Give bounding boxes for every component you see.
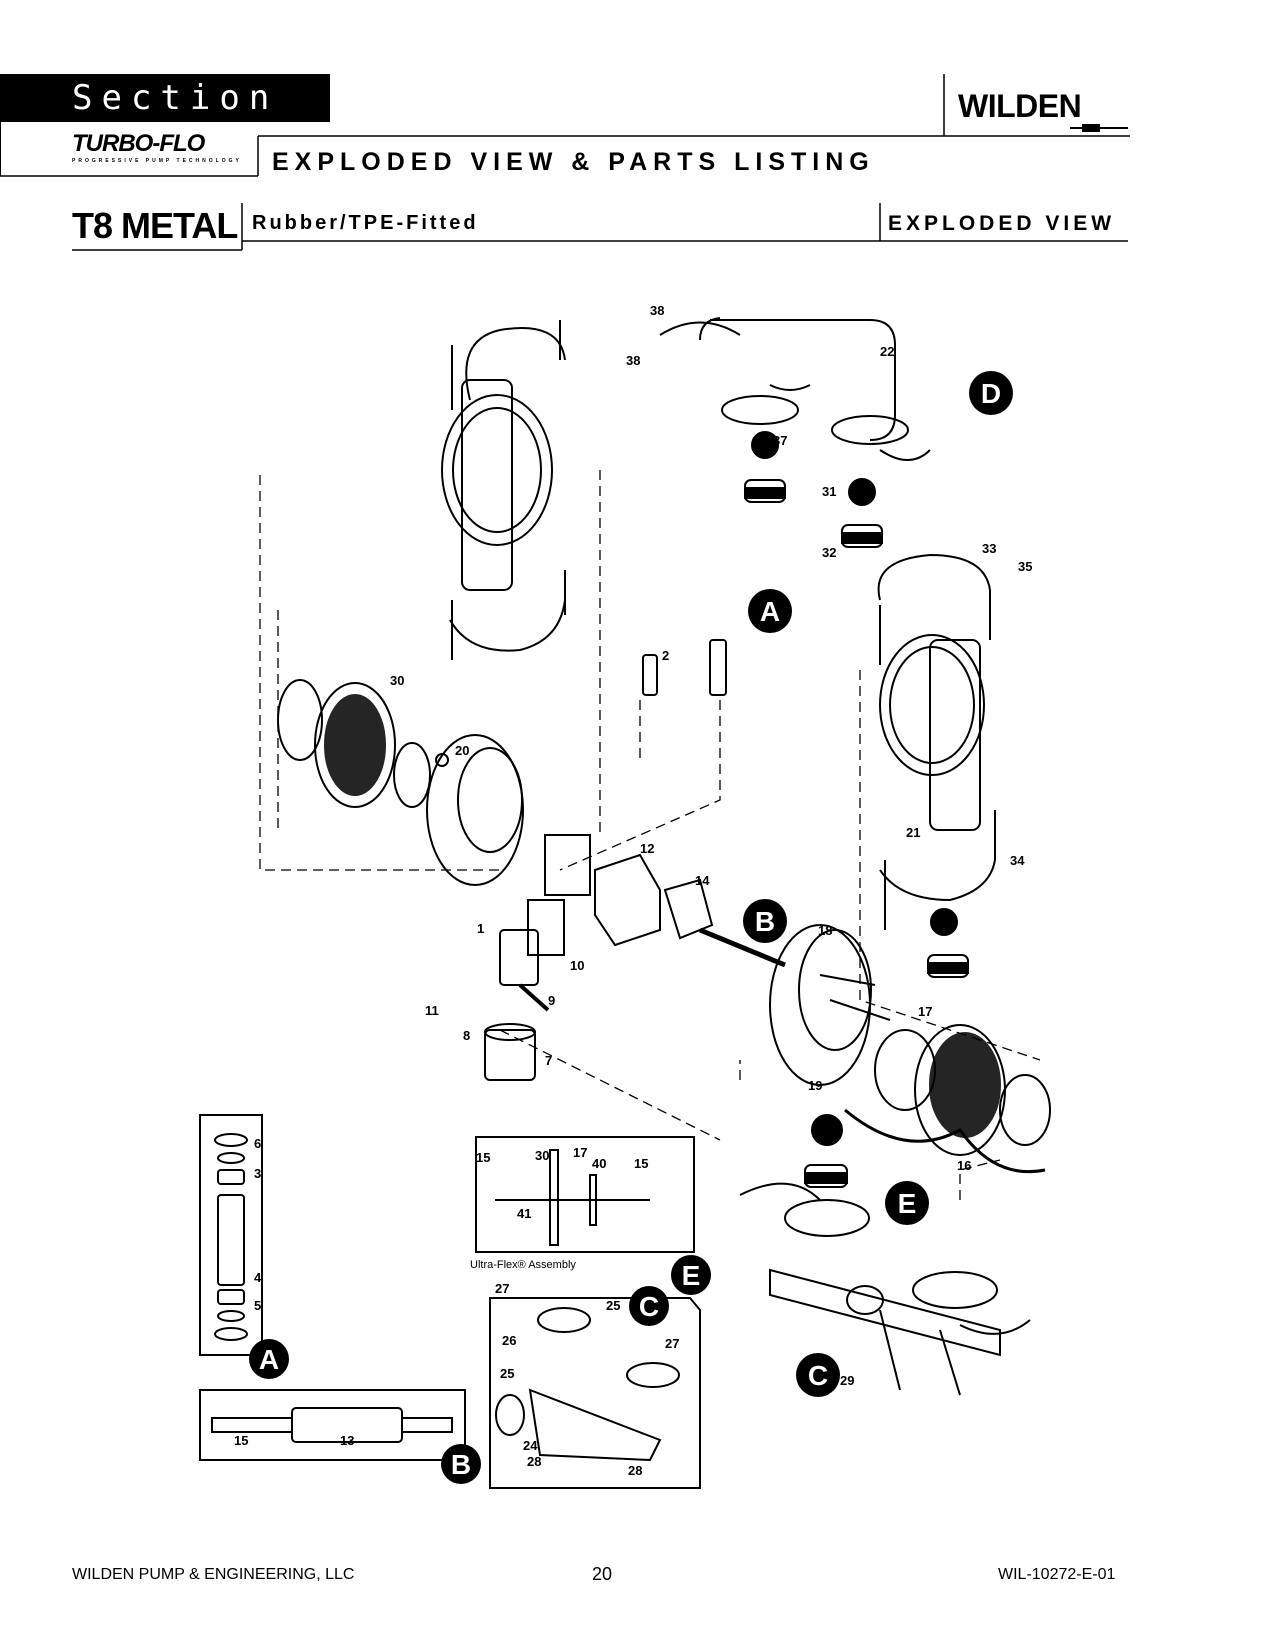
exploded-view-diagram: A B D E E C C A B 1 2 3 4 5 6 7 8 9 10 1…	[199, 303, 1051, 1489]
fitting-type: Rubber/TPE-Fitted	[252, 212, 479, 234]
part-16: 16	[957, 1158, 971, 1173]
ultra-flex-caption: Ultra-Flex® Assembly	[470, 1259, 576, 1271]
part-27-b: 27	[665, 1336, 679, 1351]
part-labels: 1 2 3 4 5 6 7 8 9 10 11 12 13 14 15 16 1…	[234, 303, 1032, 1478]
part-31: 31	[822, 484, 836, 499]
part-11: 11	[425, 1003, 439, 1018]
callout-e: E	[898, 1188, 917, 1219]
section-tab: Section 8	[0, 74, 330, 166]
part-24: 24	[523, 1438, 538, 1453]
part-10: 10	[570, 958, 584, 973]
part-15-d: 15	[634, 1156, 648, 1171]
part-8: 8	[463, 1028, 470, 1043]
part-32: 32	[822, 545, 836, 560]
callout-letters: A B D E E C C A B	[259, 378, 1001, 1480]
part-30-b: 30	[535, 1148, 549, 1163]
document-id: WIL-10272-E-01	[998, 1566, 1116, 1583]
part-26: 26	[502, 1333, 516, 1348]
part-15-c: 15	[476, 1150, 490, 1165]
part-29: 29	[840, 1373, 854, 1388]
callout-b-inset: B	[451, 1449, 471, 1480]
part-41: 41	[517, 1206, 531, 1221]
part-6: 6	[254, 1136, 261, 1151]
part-3: 3	[254, 1166, 261, 1181]
part-2: 2	[662, 648, 669, 663]
part-22: 22	[880, 344, 894, 359]
part-14: 14	[695, 873, 710, 888]
view-label: EXPLODED VIEW	[888, 212, 1116, 235]
callout-a: A	[760, 596, 780, 627]
part-19: 19	[808, 1078, 822, 1093]
part-37: 37	[773, 433, 787, 448]
part-9: 9	[548, 993, 555, 1008]
part-20: 20	[455, 743, 469, 758]
part-25: 25	[606, 1298, 620, 1313]
page-heading: EXPLODED VIEW & PARTS LISTING	[272, 148, 875, 176]
part-40: 40	[592, 1156, 606, 1171]
part-17-b: 17	[573, 1145, 587, 1160]
turbo-flo-logo: TURBO-FLO	[72, 130, 205, 157]
part-30: 30	[390, 673, 404, 688]
part-35: 35	[1018, 559, 1032, 574]
part-12: 12	[640, 841, 654, 856]
part-25-b: 25	[500, 1366, 514, 1381]
part-38-b: 38	[626, 353, 640, 368]
part-34: 34	[1010, 853, 1025, 868]
callout-a-inset: A	[259, 1344, 279, 1375]
model-name: T8 METAL	[72, 205, 238, 246]
part-7: 7	[545, 1053, 552, 1068]
part-4: 4	[254, 1270, 262, 1285]
wilden-logo: WILDEN	[958, 88, 1082, 124]
callout-bubbles	[249, 371, 1013, 1484]
part-17: 17	[918, 1004, 932, 1019]
part-27: 27	[495, 1281, 509, 1296]
callout-d: D	[981, 378, 1001, 409]
part-33: 33	[982, 541, 996, 556]
part-28-b: 28	[628, 1463, 642, 1478]
part-15: 15	[234, 1433, 248, 1448]
part-5: 5	[254, 1298, 261, 1313]
part-13: 13	[340, 1433, 354, 1448]
part-1: 1	[477, 921, 484, 936]
callout-e-inset: E	[682, 1260, 701, 1291]
part-28: 28	[527, 1454, 541, 1469]
part-21: 21	[906, 825, 920, 840]
turbo-flo-tagline: PROGRESSIVE PUMP TECHNOLOGY	[72, 158, 242, 164]
page-number: 20	[592, 1564, 613, 1584]
callout-b: B	[755, 906, 775, 937]
footer-company: WILDEN PUMP & ENGINEERING, LLC	[72, 1566, 355, 1583]
part-18: 18	[818, 923, 832, 938]
part-38: 38	[650, 303, 664, 318]
callout-c: C	[808, 1360, 828, 1391]
header-rules	[0, 74, 1130, 251]
callout-c-inset: C	[639, 1291, 659, 1322]
